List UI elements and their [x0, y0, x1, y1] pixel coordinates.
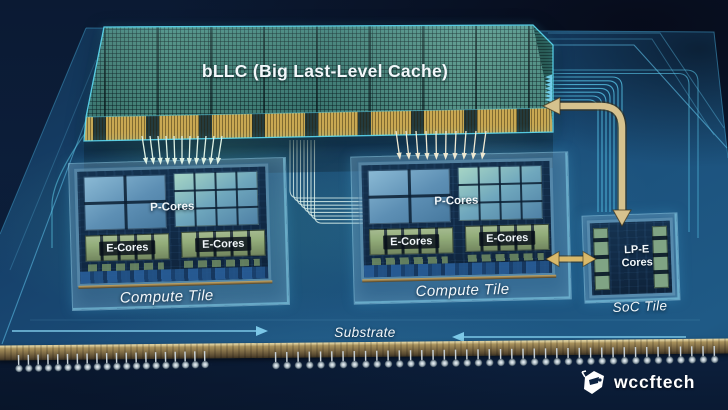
inter-tile-trace-bundle: [289, 140, 364, 224]
wccftech-logo-text: wccftech: [614, 372, 696, 392]
wccftech-robot-icon: [581, 370, 604, 394]
cache-label: bLLC (Big Last-Level Cache): [201, 61, 449, 81]
substrate-label: Substrate: [334, 325, 396, 340]
trace-arrowheads: [545, 74, 552, 103]
bllc-soc-gold-arrow: [541, 96, 632, 228]
wccftech-watermark: wccftech: [580, 368, 695, 397]
package-pins-left: [13, 347, 212, 377]
substrate-flow-arrows: [12, 326, 686, 342]
cache-outline: [83, 24, 554, 142]
tile-soc-gold-arrow: [544, 250, 598, 268]
